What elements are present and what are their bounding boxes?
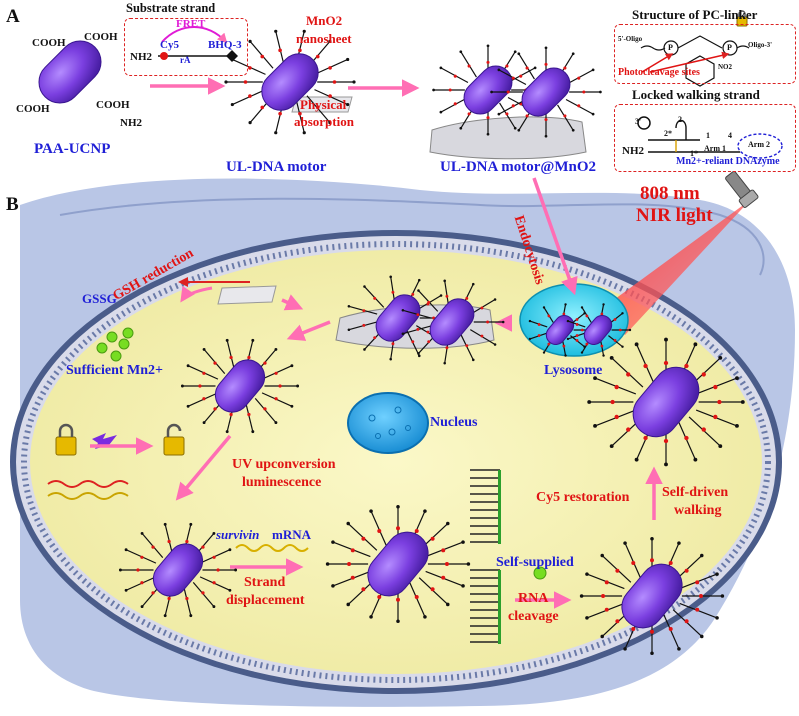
cy5-restoration-label: Cy5 restoration	[536, 490, 630, 505]
mno2-carrier-top	[429, 116, 587, 160]
paa-ucnp-label: PAA-UCNP	[34, 141, 111, 157]
ucnp-motor-top	[224, 29, 356, 135]
panel-label-b: B	[6, 194, 19, 215]
substrate-strand-box	[124, 18, 248, 76]
lysosome	[519, 283, 629, 357]
luminescence-label: luminescence	[242, 475, 322, 490]
process-arrows	[90, 77, 663, 609]
ul-dna-motor-label: UL-DNA motor	[226, 159, 327, 175]
p-label-right: P	[727, 43, 732, 52]
no2-label: NO2	[718, 63, 732, 71]
ucnp-paa	[38, 40, 102, 104]
nanosheet-label: nanosheet	[296, 31, 352, 46]
mno2-sheet-cell	[217, 285, 277, 305]
ucnp-motor-mid	[325, 505, 471, 623]
photocleavage-label: Photocleavage sites	[618, 67, 700, 78]
lock-title-icon	[736, 10, 748, 27]
ucnp-motor-mno2-a	[432, 44, 544, 136]
mno2-label: MnO2	[306, 13, 343, 28]
cooh-label-tr: COOH	[84, 31, 118, 43]
sufficient-mn-label: Sufficient Mn2+	[66, 363, 164, 378]
cy5-label: Cy5	[160, 39, 179, 51]
ucnp-motors	[38, 29, 745, 655]
ucnp-motor-walk	[587, 337, 745, 467]
p-label-left: P	[668, 43, 673, 52]
mrna-ladder-2	[470, 569, 500, 643]
strand-num-3: 3'	[635, 117, 642, 126]
locked-strand-box	[614, 104, 796, 172]
cooh-label-br: COOH	[96, 99, 130, 111]
ul-dna-motor-mno2-label: UL-DNA motor@MnO2	[440, 159, 597, 175]
ucnp-motor-left	[118, 522, 238, 618]
strand-num-1star: 1*	[690, 149, 698, 158]
displacement-label: displacement	[226, 593, 305, 608]
ra-label: rA	[180, 55, 191, 65]
self-supplied-label: Self-supplied	[496, 555, 574, 570]
mrna-wave	[235, 544, 309, 552]
strand-num-2: 2	[678, 115, 682, 124]
nir-light-label: NIR light	[636, 205, 713, 226]
ucnp-motor-lyso-b	[566, 303, 632, 357]
strand-num-1: 1	[706, 131, 710, 140]
dnazyme-label: Mn2+-reliant DNAzyme	[676, 156, 780, 167]
self-driven-label: Self-driven	[662, 485, 729, 500]
locked-walking-strand	[648, 119, 783, 159]
absorption-label: absorption	[294, 114, 354, 129]
mno2-sheet-top	[291, 96, 353, 113]
nir-wavelength-label: 808 nm	[640, 183, 700, 204]
nucleus-label: Nucleus	[430, 415, 478, 430]
rna-label: RNA	[518, 591, 549, 606]
flashlight-icon	[725, 170, 759, 208]
pc-linker-title: Structure of PC-linker	[632, 7, 758, 22]
strand-num-4: 4	[728, 131, 732, 140]
fret-label: FRET	[176, 18, 206, 30]
oligo5-label: 5'-Oligo	[618, 35, 643, 43]
walking-label: walking	[674, 503, 722, 518]
cooh-label-tl: COOH	[32, 37, 66, 49]
locked-strand-title: Locked walking strand	[632, 87, 760, 102]
arm1-label: Arm 1	[704, 144, 726, 153]
mn-ions	[96, 327, 547, 580]
cleavage-label: cleavage	[508, 609, 559, 624]
bhq3-label: BHQ-3	[208, 39, 242, 51]
uv-upconversion-label: UV upconversion	[232, 457, 336, 472]
lock-open-icon	[163, 423, 185, 456]
ucnp-motor-lyso-a	[528, 303, 594, 357]
panel-label-a: A	[6, 6, 20, 27]
nucleus	[347, 392, 429, 454]
cooh-label-bl: COOH	[16, 103, 50, 115]
nh2-label-locked: NH2	[622, 145, 644, 157]
strand-num-2star: 2*	[664, 129, 672, 138]
lysosome-label: Lysosome	[544, 363, 603, 378]
mrna-label: mRNA	[272, 527, 311, 542]
nh2-label-walker: NH2	[120, 117, 142, 129]
ucnp-motor-mno2-b	[490, 46, 602, 138]
mrna-ladder-1	[470, 469, 500, 543]
arm2-label: Arm 2	[748, 140, 770, 149]
survivin-label: survivin	[216, 527, 260, 542]
physical-label: Physical	[300, 97, 347, 112]
ucnp-motor-cell-b	[401, 279, 505, 365]
nir-beam	[600, 198, 752, 335]
ucnp-motor-right	[579, 537, 725, 655]
nh2-label-substrate: NH2	[130, 51, 152, 63]
substrate-strand-title: Substrate strand	[126, 1, 216, 15]
ucnp-motor-unlock	[180, 338, 300, 434]
strand-label: Strand	[244, 575, 286, 590]
oligo3-label: Oligo-3'	[748, 41, 773, 49]
gssg-label: GSSG	[82, 291, 117, 306]
lock-closed-icon	[55, 423, 77, 456]
pc-linker-box	[614, 24, 796, 84]
